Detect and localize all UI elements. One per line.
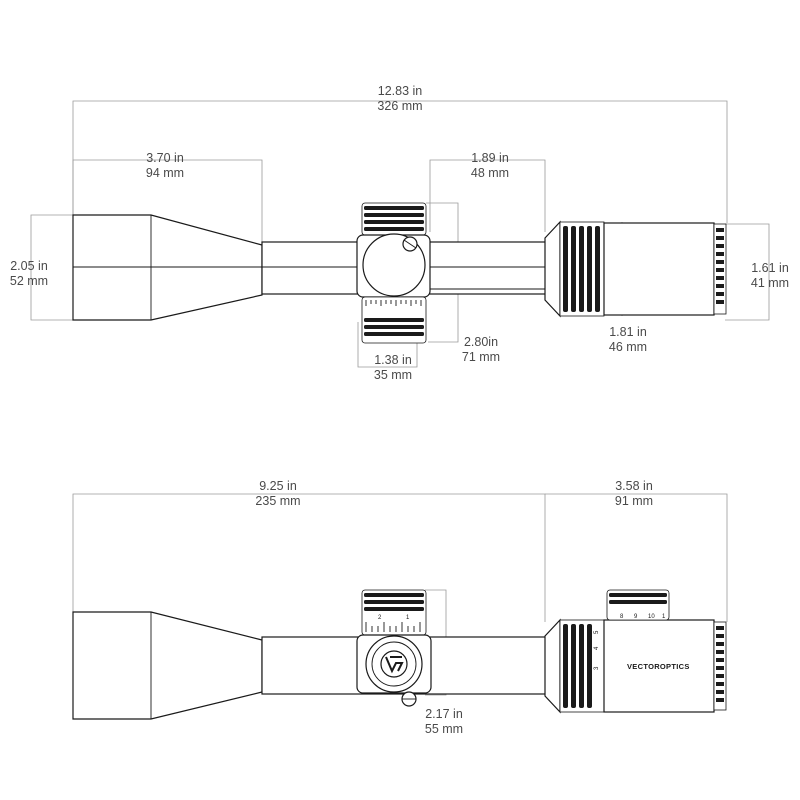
overall-length-in: 12.83 in — [378, 84, 423, 98]
magnification-ring-length-mm: 46 mm — [609, 340, 647, 354]
diopter-ring-side-ridges — [716, 626, 724, 702]
power-scale-8: 8 — [620, 614, 624, 620]
objective-bell-length-mm: 94 mm — [146, 166, 184, 180]
power-scale-9: 9 — [634, 614, 638, 620]
objective-bell-length-in: 3.70 in — [146, 151, 184, 165]
turret-saddle-side: 2 1 — [356, 589, 432, 707]
objective-bell — [72, 214, 263, 321]
side-mark-5: 5 — [594, 630, 600, 634]
turret-height-in: 2.80in — [464, 335, 498, 349]
elevation-turret-side-ridges — [364, 593, 424, 611]
mount-to-objective-mm: 235 mm — [255, 494, 300, 508]
side-view: 2 1 3 4 5 — [72, 479, 728, 736]
turret-height-mm: 71 mm — [462, 350, 500, 364]
eyepiece-length-mm: 48 mm — [471, 166, 509, 180]
magnification-ring-ridges — [563, 226, 600, 312]
turret-width-mm: 35 mm — [374, 368, 412, 382]
power-throw-lever-ridges — [609, 593, 667, 604]
power-scale-1: 1 — [662, 614, 666, 620]
eyepiece-side: 3 4 5 8 9 10 1 VECTOROPTICS — [544, 589, 727, 714]
elevation-scale-ticks — [365, 622, 421, 632]
power-scale-10: 10 — [648, 614, 655, 620]
overall-length-mm: 326 mm — [377, 99, 422, 113]
side-mark-3: 3 — [594, 666, 600, 670]
objective-diameter-mm: 52 mm — [10, 274, 48, 288]
vector-optics-logo-icon — [385, 656, 404, 674]
eyepiece-length-in: 1.89 in — [471, 151, 509, 165]
objective-bell-side — [72, 611, 263, 720]
brand-logo-medallion — [380, 650, 408, 678]
turret-scale-1: 1 — [406, 615, 410, 621]
saddle-height-mm: 55 mm — [425, 722, 463, 736]
mount-to-objective-in: 9.25 in — [259, 479, 297, 493]
eye-relief-section-in: 3.58 in — [615, 479, 653, 493]
magnification-ring-side-ridges — [563, 624, 592, 708]
turret-saddle-top — [356, 202, 431, 344]
saddle-height-in: 2.17 in — [425, 707, 463, 721]
side-mark-4: 4 — [594, 646, 600, 650]
turret-scale-2: 2 — [378, 615, 382, 621]
eyepiece-diameter-mm: 41 mm — [751, 276, 789, 290]
top-view: 12.83 in 326 mm 3.70 in 94 mm 1.89 in 48… — [10, 84, 789, 382]
eyepiece-top — [544, 220, 727, 318]
eye-relief-section-mm: 91 mm — [615, 494, 653, 508]
brand-text: VECTOROPTICS — [627, 662, 690, 671]
magnification-ring-length-in: 1.81 in — [609, 325, 647, 339]
diopter-ring-ridges — [716, 228, 724, 304]
windage-turret-ridges — [364, 318, 424, 336]
objective-diameter-in: 2.05 in — [10, 259, 48, 273]
turret-width-in: 1.38 in — [374, 353, 412, 367]
elevation-turret-ridges — [364, 206, 424, 231]
eyepiece-diameter-in: 1.61 in — [751, 261, 789, 275]
windage-scale-ticks — [365, 300, 422, 306]
